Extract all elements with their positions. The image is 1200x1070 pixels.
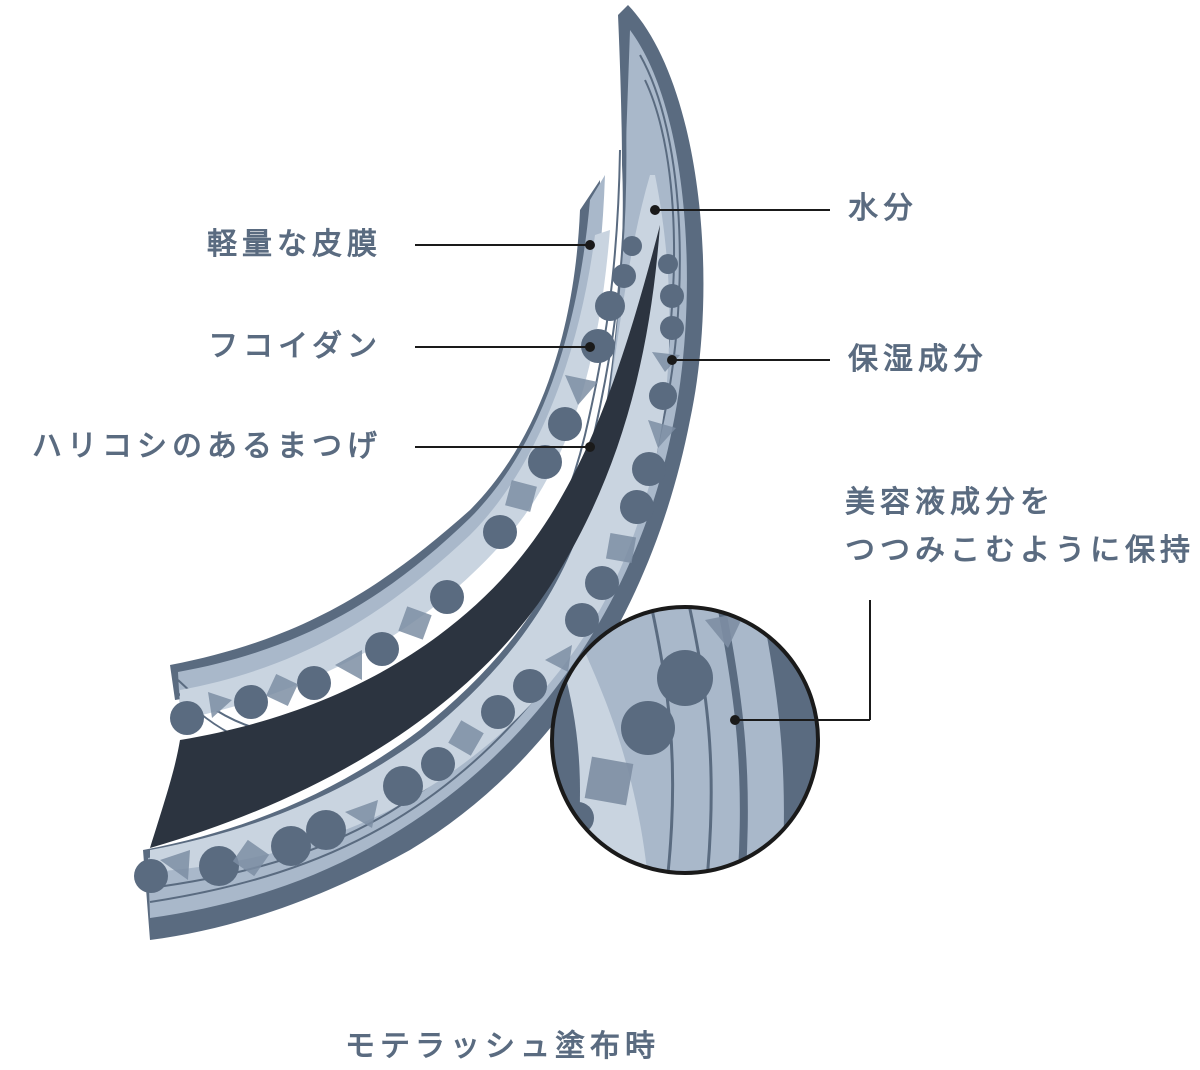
eyelash-core <box>150 225 660 848</box>
caption: モテラッシュ塗布時 <box>345 1029 660 1064</box>
coating-light-band <box>148 30 687 918</box>
label-fucoidan: フコイダン <box>208 329 382 364</box>
label-moisturizer: 保湿成分 <box>848 342 988 377</box>
label-eyelash: ハリコシのあるまつげ <box>32 429 382 464</box>
particles <box>134 236 684 893</box>
magnifier-lens <box>550 605 820 875</box>
label-water: 水分 <box>848 191 918 226</box>
label-coating: 軽量な皮膜 <box>207 227 382 262</box>
label-serum-line1: 美容液成分を <box>845 485 1055 520</box>
leader-lines <box>415 205 871 725</box>
label-serum-line2: つつみこむように保持 <box>845 533 1195 568</box>
